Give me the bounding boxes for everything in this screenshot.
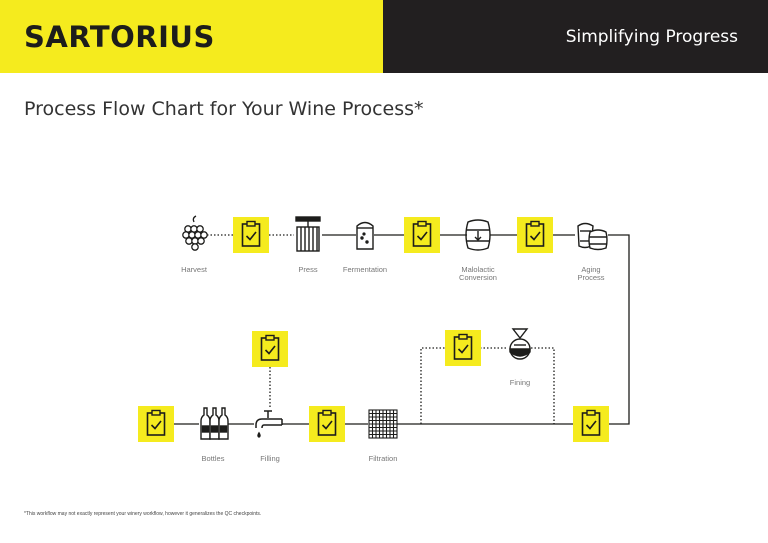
- qc-checkpoint-icon: [572, 405, 610, 443]
- qc-checkpoint-icon: [308, 405, 346, 443]
- label-filtration: Filtration: [369, 454, 398, 463]
- filter-icon: [368, 409, 398, 439]
- label-aging-process: Process: [577, 273, 604, 282]
- fermentation-tank-icon: [356, 221, 374, 250]
- tagline: Simplifying Progress: [565, 27, 738, 47]
- grapes-icon: [182, 215, 208, 251]
- tap-icon: [255, 410, 283, 438]
- label-conversion: Conversion: [459, 273, 497, 282]
- qc-checkpoint-icon: [251, 330, 289, 368]
- aging-barrels-icon: [577, 222, 608, 251]
- qc-checkpoint-icon: [403, 216, 441, 254]
- label-filling: Filling: [260, 454, 280, 463]
- fining-funnel-icon: [509, 328, 531, 360]
- qc-checkpoint-icon: [137, 405, 175, 443]
- label-aging: Aging: [581, 265, 600, 274]
- label-fermentation: Fermentation: [343, 265, 387, 274]
- label-fining: Fining: [510, 378, 530, 387]
- page-title: Process Flow Chart for Your Wine Process…: [24, 98, 424, 120]
- press-icon: [295, 216, 321, 252]
- qc-checkpoint-icon: [444, 329, 482, 367]
- label-press: Press: [298, 265, 317, 274]
- flow-connectors: [174, 234, 630, 425]
- label-harvest: Harvest: [181, 265, 208, 274]
- label-malolactic: Malolactic: [461, 265, 495, 274]
- qc-checkpoint-icon: [516, 216, 554, 254]
- qc-checkpoint-icon: [232, 216, 270, 254]
- header-brand-panel: SARTORIUS: [0, 0, 383, 73]
- barrel-icon: [465, 219, 491, 251]
- footnote: *This workflow may not exactly represent…: [24, 511, 262, 517]
- bottles-icon: [200, 407, 229, 440]
- header-tagline-panel: Simplifying Progress: [383, 0, 768, 73]
- sartorius-logo: SARTORIUS: [24, 20, 215, 54]
- label-bottles: Bottles: [202, 454, 225, 463]
